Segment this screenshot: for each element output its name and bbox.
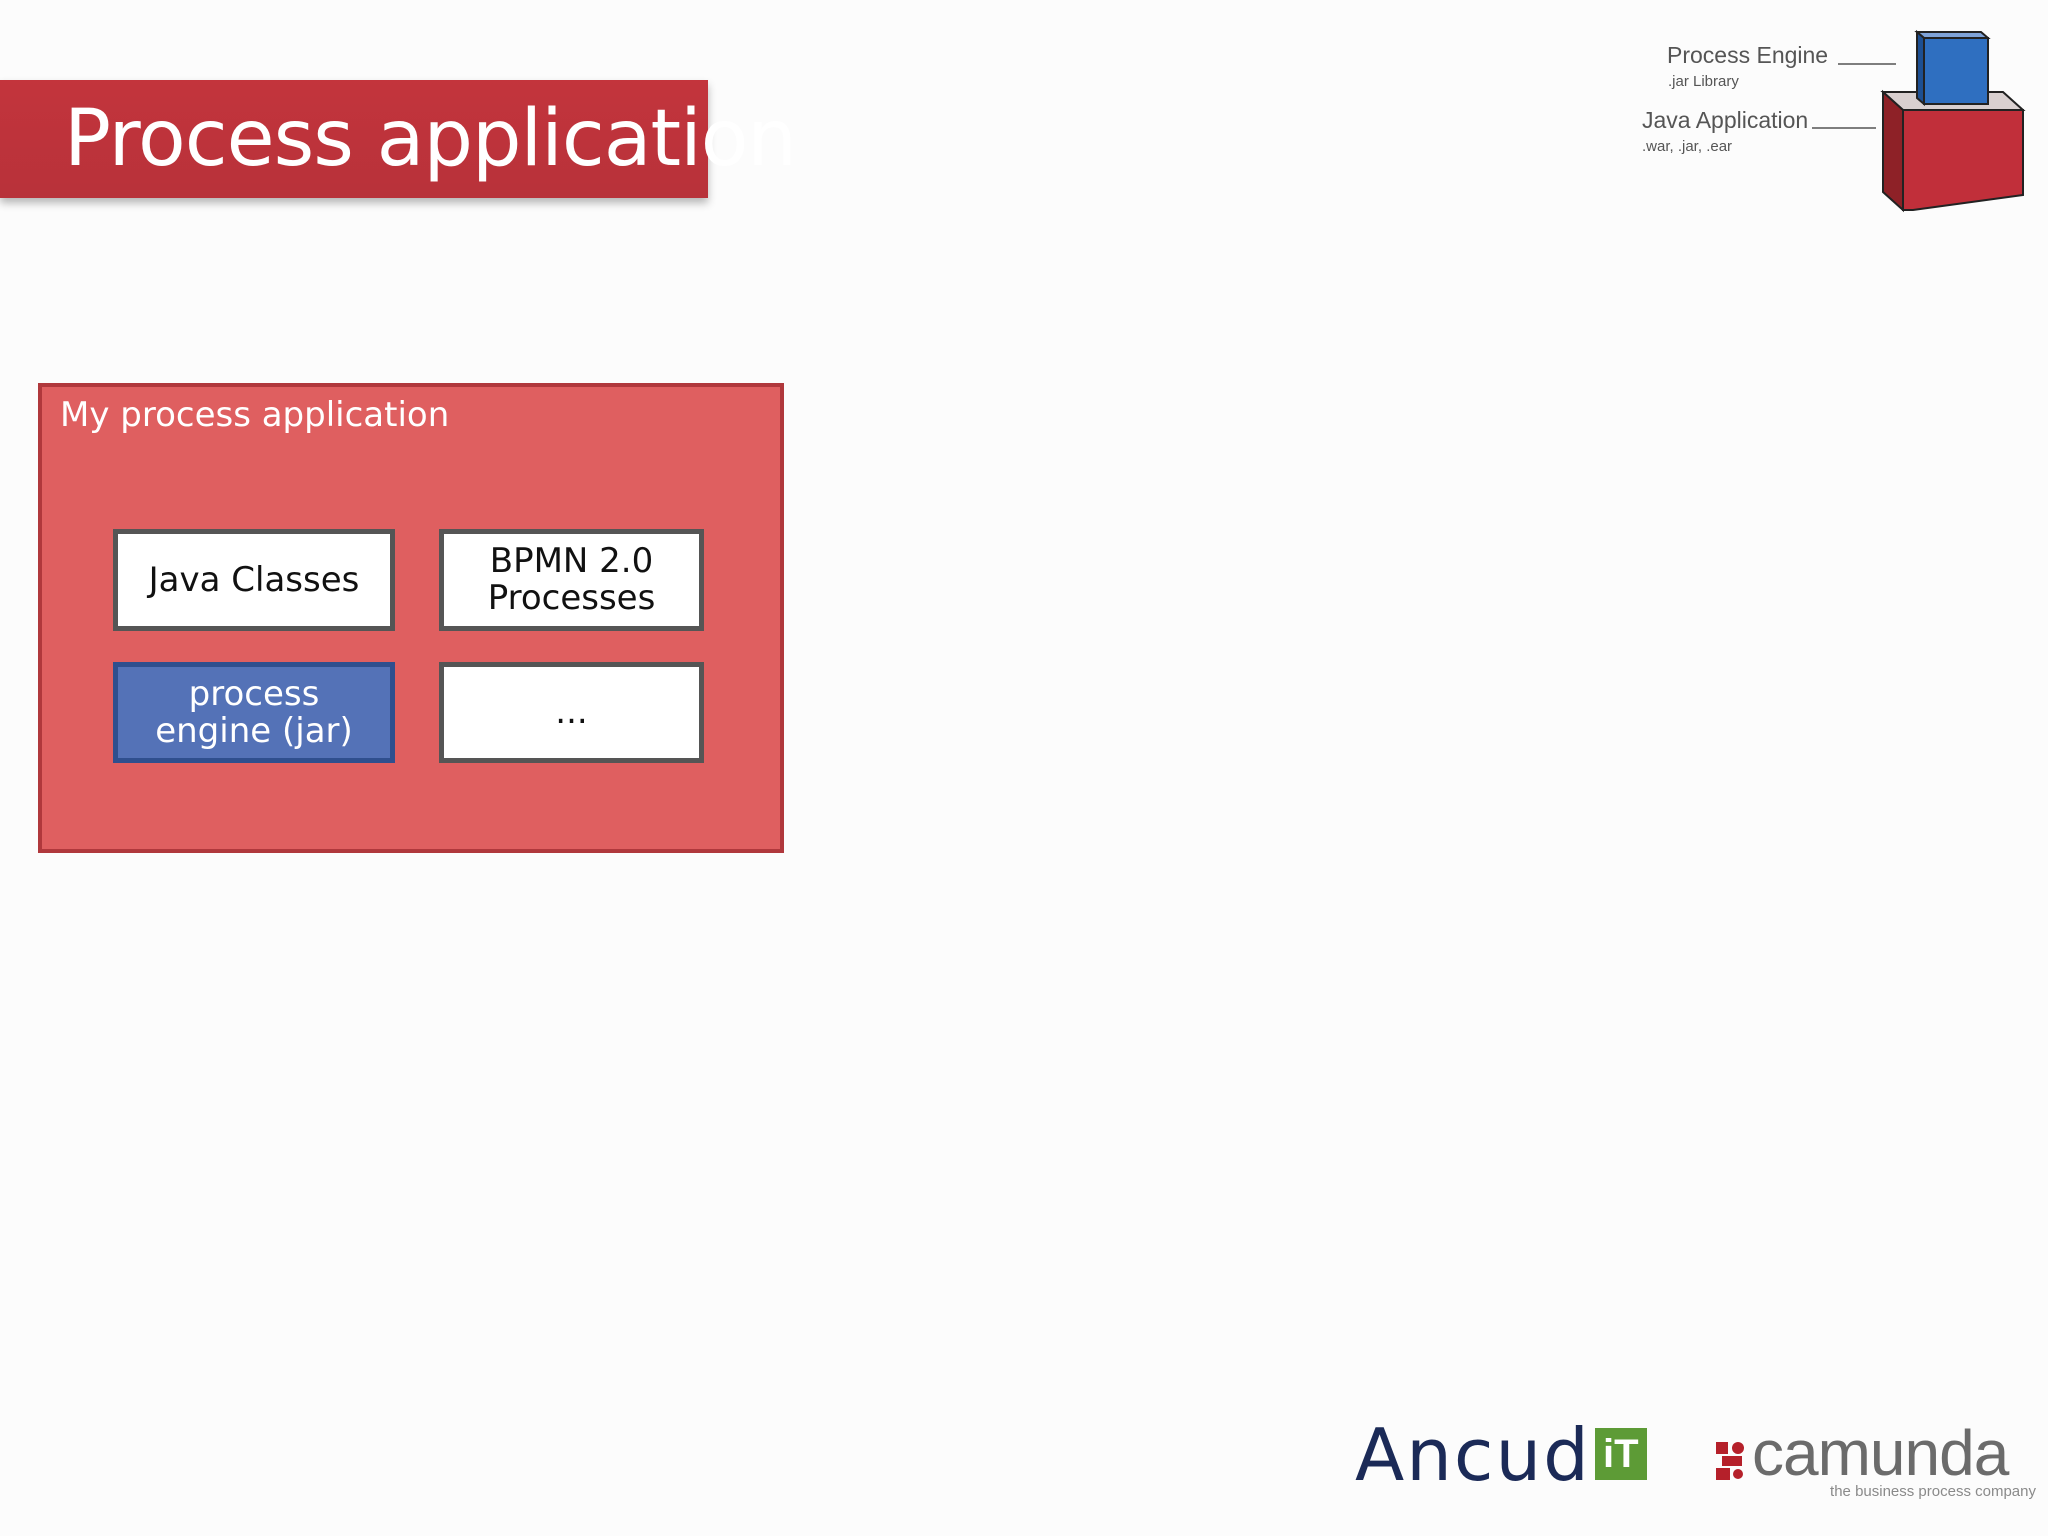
- ancud-logo-word: Ancud: [1355, 1413, 1591, 1497]
- legend: Process Engine .jar Library Java Applica…: [1630, 20, 2040, 220]
- java-classes-box: Java Classes: [113, 529, 395, 631]
- app-cube-front: [1902, 109, 2024, 211]
- legend-app-label: Java Application: [1642, 107, 1809, 133]
- title-banner: Process application: [0, 80, 797, 198]
- slide-title: Process application: [64, 94, 797, 184]
- legend-cubes-graphic: [1812, 29, 2026, 213]
- process-engine-jar-box: process engine (jar): [113, 662, 395, 763]
- ellipsis-box: ...: [439, 662, 704, 763]
- engine-cube-front: [1923, 37, 1989, 105]
- process-application-container: My process application Java Classes BPMN…: [38, 383, 784, 853]
- camunda-logo: camunda the business process company: [1712, 1418, 2042, 1503]
- engine-cube-left: [1916, 29, 1925, 107]
- ancud-logo-badge: iT: [1594, 1428, 1647, 1480]
- camunda-logo-word: camunda: [1752, 1417, 2009, 1489]
- legend-engine-sub: .jar Library: [1668, 73, 1739, 90]
- container-label: My process application: [60, 395, 450, 435]
- app-cube-left: [1882, 89, 1904, 213]
- ancud-it-logo: Ancud iT: [1355, 1413, 1647, 1497]
- bpmn-processes-box: BPMN 2.0 Processes: [439, 529, 704, 631]
- camunda-mark-icon: [1716, 1442, 1744, 1480]
- legend-engine-label: Process Engine: [1667, 42, 1829, 68]
- camunda-tagline: the business process company: [1830, 1483, 2036, 1500]
- legend-app-sub: .war, .jar, .ear: [1642, 138, 1733, 155]
